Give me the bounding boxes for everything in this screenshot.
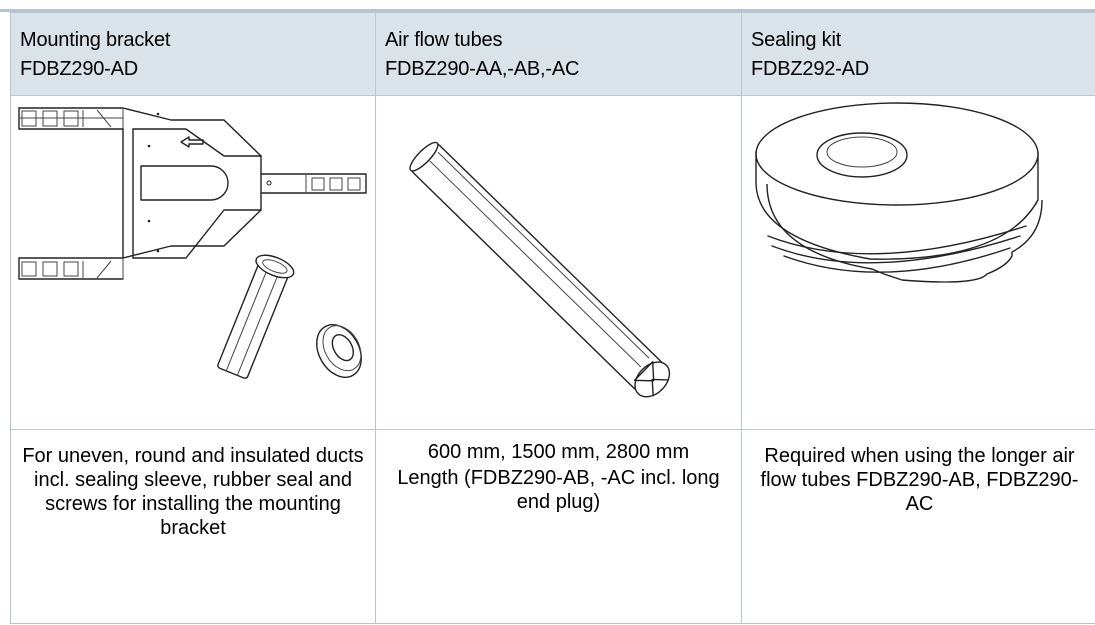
image-cell-sealing-kit <box>741 95 1095 430</box>
product-name: Sealing kit <box>751 29 842 51</box>
description-text: 600 mm, 1500 mm, 2800 mm Length (FDBZ290… <box>376 440 741 514</box>
top-rule <box>0 9 1095 12</box>
air-flow-tube-drawing <box>409 141 671 398</box>
sealing-kit-drawing <box>755 102 1043 283</box>
accessories-table: Mounting bracket FDBZ290-AD Air flow tub… <box>10 12 1095 624</box>
description-cell-sealing-kit: Required when using the longer air flow … <box>741 429 1095 624</box>
description-lengths: 600 mm, 1500 mm, 2800 mm <box>427 441 690 463</box>
description-cell-mounting-bracket: For uneven, round and insulated ducts in… <box>10 429 376 624</box>
mounting-bracket-drawing <box>18 107 367 379</box>
description-text: Required when using the longer air flow … <box>760 445 1079 515</box>
description-cell-air-flow-tubes: 600 mm, 1500 mm, 2800 mm Length (FDBZ290… <box>375 429 742 624</box>
product-name: Mounting bracket <box>20 29 171 51</box>
description-text: For uneven, round and insulated ducts in… <box>22 445 364 539</box>
product-name: Air flow tubes <box>385 29 503 51</box>
description-length-note: Length (FDBZ290-AB, -AC incl. long end p… <box>397 467 720 513</box>
product-code: FDBZ290-AA,-AB,-AC <box>385 58 580 80</box>
image-row <box>10 95 1095 430</box>
description-row: For uneven, round and insulated ducts in… <box>10 429 1095 624</box>
product-code: FDBZ290-AD <box>20 58 139 80</box>
image-cell-air-flow-tubes <box>375 95 742 430</box>
header-row: Mounting bracket FDBZ290-AD Air flow tub… <box>10 12 1095 96</box>
image-cell-mounting-bracket <box>10 95 376 430</box>
header-cell-sealing-kit: Sealing kit FDBZ292-AD <box>741 12 1095 96</box>
header-cell-air-flow-tubes: Air flow tubes FDBZ290-AA,-AB,-AC <box>375 12 742 96</box>
header-cell-mounting-bracket: Mounting bracket FDBZ290-AD <box>10 12 376 96</box>
product-code: FDBZ292-AD <box>751 58 870 80</box>
